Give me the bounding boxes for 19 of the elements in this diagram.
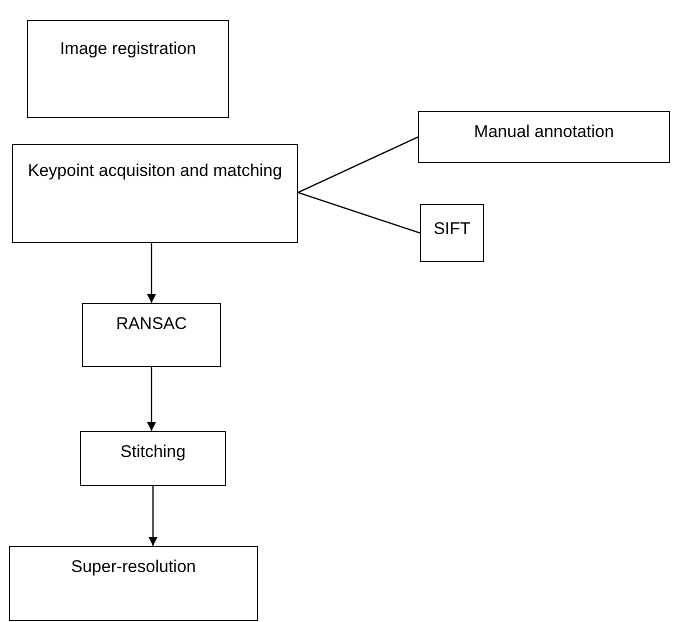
- box-label: SIFT: [432, 218, 472, 240]
- box-label: Stitching: [119, 441, 187, 463]
- process-box: [420, 204, 484, 262]
- connector-line: [298, 136, 418, 194]
- process-box: [82, 303, 221, 367]
- box-label: Manual annotation: [473, 121, 615, 143]
- process-box: [418, 111, 670, 163]
- process-box: [9, 546, 258, 621]
- box-label: Image registration: [58, 38, 198, 60]
- box-label: Super-resolution: [70, 556, 197, 578]
- arrow: [148, 486, 158, 546]
- arrow: [147, 367, 156, 431]
- process-box: [80, 431, 226, 486]
- process-box: [27, 20, 229, 118]
- box-label: Keypoint acquisiton and matching: [26, 160, 284, 182]
- connector-line: [298, 192, 420, 234]
- box-label: RANSAC: [115, 313, 188, 335]
- process-box: [12, 144, 298, 243]
- arrow: [147, 243, 156, 303]
